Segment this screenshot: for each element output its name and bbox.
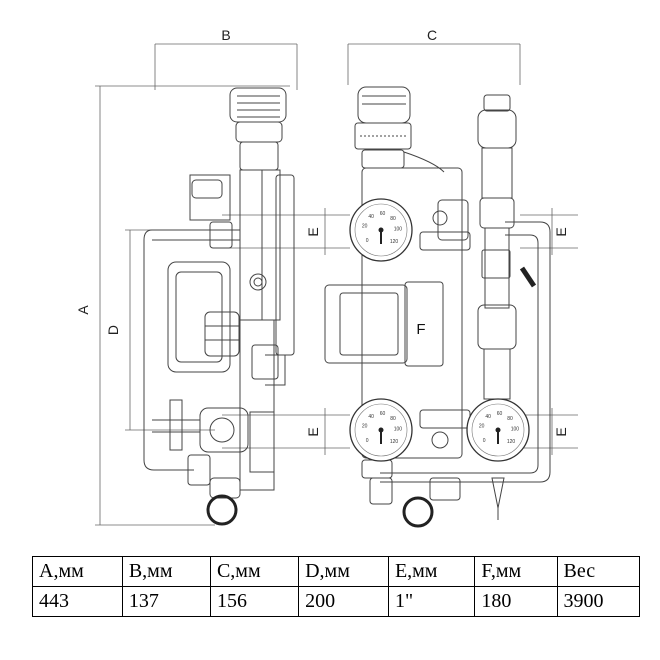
gauge-hub — [378, 427, 384, 433]
gauge-scale-label: 120 — [390, 239, 399, 245]
table-header-cell: Вес — [556, 556, 640, 587]
gauge-hub — [378, 227, 384, 233]
table-value-cell: 180 — [474, 586, 558, 617]
gauge-scale-label: 0 — [483, 438, 486, 444]
gauge-scale-label: 120 — [507, 439, 516, 445]
dim-label-e-left-top: E — [305, 227, 321, 236]
dim-label-d: D — [105, 325, 121, 335]
front-view — [324, 86, 551, 528]
gauge-scale-label: 60 — [497, 411, 503, 417]
gauge-dial — [354, 203, 408, 257]
pump-label: F — [416, 321, 425, 338]
gauge-scale-label: 40 — [368, 414, 374, 420]
gauge-scale-label: 0 — [366, 438, 369, 444]
dim-label-e-left-bottom: E — [305, 427, 321, 436]
table-header-row: A,мм B,мм C,мм D,мм E,мм F,мм Вес — [32, 556, 640, 587]
table-header-cell: B,мм — [121, 556, 211, 587]
gauge-scale-label: 100 — [394, 227, 403, 233]
gauge-scale-label: 80 — [390, 216, 396, 222]
spec-table: A,мм B,мм C,мм D,мм E,мм F,мм Вес 443 13… — [32, 556, 640, 617]
table-header-cell: A,мм — [32, 556, 123, 587]
gauge-dial — [471, 403, 525, 457]
gauge-scale-label: 0 — [366, 238, 369, 244]
table-header-cell: D,мм — [298, 556, 389, 587]
table-value-cell: 3900 — [556, 586, 640, 617]
gauge-scale-label: 40 — [485, 414, 491, 420]
table-value-cell: 1" — [387, 586, 476, 617]
dimension-lines — [95, 43, 578, 526]
table-value-cell: 443 — [32, 586, 123, 617]
gauge-dial — [354, 403, 408, 457]
table-value-cell: 137 — [121, 586, 211, 617]
dim-label-a: A — [75, 305, 91, 315]
gauge-scale-label: 40 — [368, 214, 374, 220]
gauge-scale-label: 100 — [511, 427, 520, 433]
gauge-scale-label: 100 — [394, 427, 403, 433]
technical-drawing: 2040608010012002040608010012002040608010… — [75, 27, 578, 528]
gauge-hub — [495, 427, 501, 433]
table-header-cell: E,мм — [387, 556, 476, 587]
gauge-scale-label: 60 — [380, 211, 386, 217]
gauge-scale-label: 60 — [380, 411, 386, 417]
gauge-scale-label: 20 — [362, 224, 368, 230]
table-header-cell: C,мм — [209, 556, 300, 587]
table-header-cell: F,мм — [474, 556, 558, 587]
dim-label-b: B — [221, 27, 230, 43]
gauge-scale-label: 80 — [507, 416, 513, 422]
table-value-cell: 200 — [298, 586, 389, 617]
gauge-scale-label: 80 — [390, 416, 396, 422]
dim-label-e-right-bottom: E — [553, 427, 569, 436]
side-view — [143, 87, 295, 526]
dimension-labels: B C A D E E E E F — [75, 27, 569, 437]
gauge-scale-label: 120 — [390, 439, 399, 445]
dim-label-e-right-top: E — [553, 227, 569, 236]
table-value-row: 443 137 156 200 1" 180 3900 — [32, 586, 640, 617]
gauge-scale-label: 20 — [362, 424, 368, 430]
gauge-scale-label: 20 — [479, 424, 485, 430]
dim-label-c: C — [427, 27, 437, 43]
table-value-cell: 156 — [209, 586, 300, 617]
